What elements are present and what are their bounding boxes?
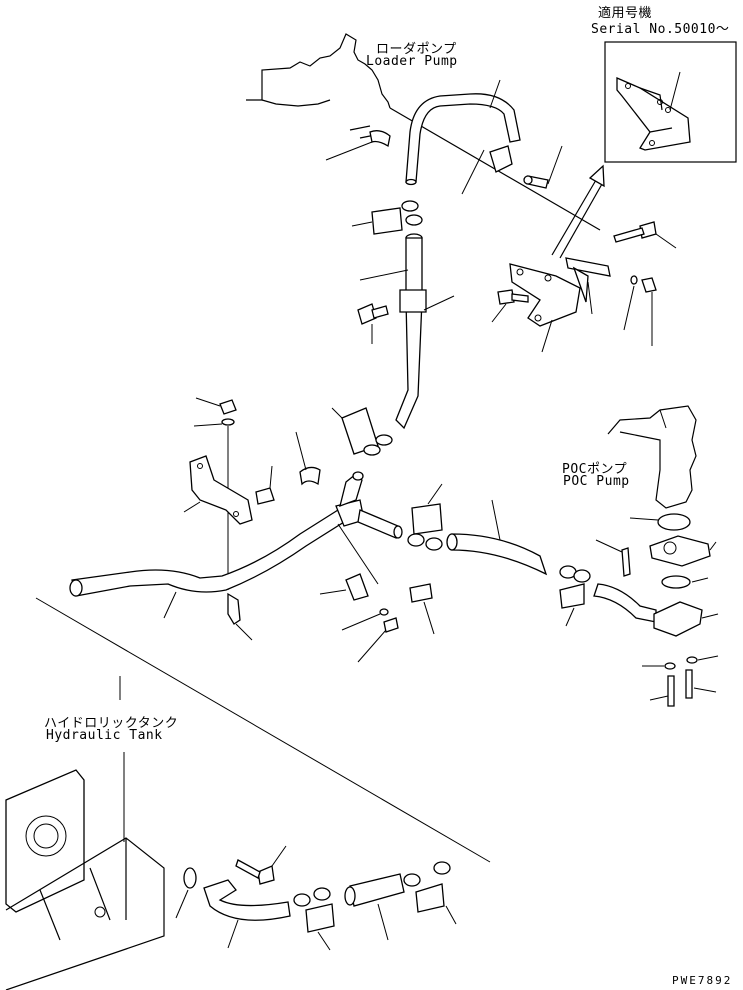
applicable-model-label-jp: 適用号機 (598, 6, 653, 21)
arrow-up-right-icon (551, 164, 605, 259)
tank-gasket (175, 867, 197, 919)
loader-pump-label-en: Loader Pump (366, 54, 458, 69)
tank-bolt (235, 845, 287, 885)
serial-number-label: Serial No.50010～ (591, 22, 730, 37)
poc-pump (607, 405, 697, 509)
hydraulic-tank-label-en: Hydraulic Tank (46, 728, 163, 743)
bracket-upper (489, 145, 563, 189)
loader-pump-label-jp: ローダポンプ (376, 42, 457, 57)
poc-pump-label-en: POC Pump (563, 474, 630, 489)
clamp-small-pipe (295, 431, 321, 486)
tank-elbow-pipe (203, 879, 291, 949)
hydraulic-tank-label-jp: ハイドロリックタンク (44, 716, 179, 731)
poc-pump-label-jp: POCポンプ (562, 462, 628, 477)
main-pipe (69, 471, 403, 619)
bracket-left (183, 455, 275, 525)
clamp-bolt-lower (319, 573, 435, 663)
hose-clamp-upper (351, 200, 423, 235)
tank-hose-clamps (293, 861, 457, 951)
bracket-right (491, 221, 677, 353)
hose-clamp-mid-right (407, 483, 443, 551)
hose-fitting-low (227, 592, 253, 641)
hose-clamp-middle (331, 407, 393, 456)
serial-detail-box (604, 41, 737, 163)
drawing-code: PWE7892 (672, 974, 733, 987)
clamp-upper (325, 130, 391, 161)
vertical-pipe (359, 233, 455, 430)
loader-pump (246, 33, 601, 231)
poc-flange-stack (593, 513, 719, 707)
upper-suction-pipe (405, 79, 521, 195)
bolt-mid (357, 303, 389, 344)
hydraulic-tank (5, 769, 165, 990)
rubber-hose (446, 499, 548, 576)
hose-clamp-right (559, 565, 591, 627)
nut-washer-left (193, 397, 237, 590)
